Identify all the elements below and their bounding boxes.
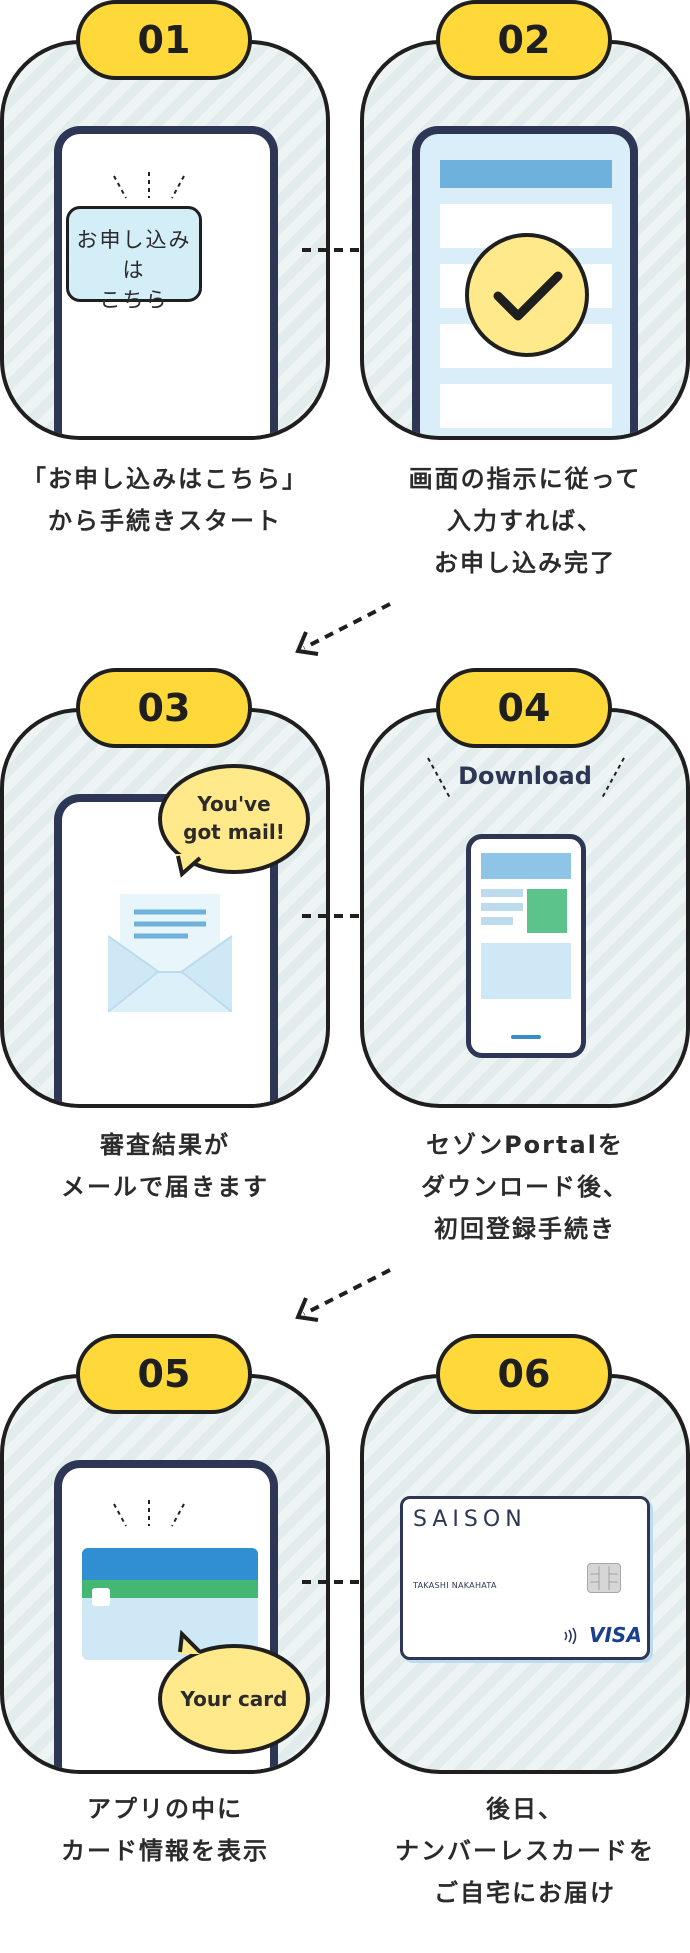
app-header (481, 853, 571, 879)
apply-button[interactable]: お申し込みは こちら (66, 206, 202, 312)
card-green-stripe (82, 1580, 258, 1598)
card-brand-logo: SAISON (413, 1507, 527, 1532)
download-label: Download (458, 762, 592, 790)
saison-card: SAISON TAKASHI NAKAHATA VISA (400, 1496, 650, 1660)
caption-line: メールで届きます (61, 1173, 269, 1201)
caption-line: ご自宅にお届け (434, 1879, 616, 1907)
step-05-caption: アプリの中に カード情報を表示 (0, 1788, 340, 1872)
caption-line: アプリの中に (87, 1795, 243, 1823)
step-06-panel: SAISON TAKASHI NAKAHATA VISA (360, 1374, 690, 1774)
step-06: SAISON TAKASHI NAKAHATA VISA 06 後日、 ナンバー… (360, 1334, 690, 1944)
card-chip-icon (92, 1588, 110, 1606)
step-04-badge: 04 (436, 668, 612, 748)
arrow-diagonal-icon (290, 1264, 400, 1328)
form-field (440, 384, 612, 428)
app-content (481, 943, 571, 999)
step-03-badge: 03 (76, 668, 252, 748)
app-row (481, 903, 523, 911)
caption-line: ナンバーレスカードを (395, 1837, 655, 1865)
app-row (481, 917, 513, 925)
caption-line: 「お申し込みはこちら」 (22, 465, 308, 493)
step-02: 02 画面の指示に従って 入力すれば、 お申し込み完了 (360, 0, 690, 600)
caption-line: 審査結果が (100, 1131, 230, 1159)
app-row (481, 889, 523, 897)
step-01-badge: 01 (76, 0, 252, 80)
step-05: Your card 05 アプリの中に カード情報を表示 (0, 1334, 330, 1894)
app-green-block (527, 889, 567, 933)
mail-bubble: You've got mail! (158, 764, 310, 874)
step-04-panel: Download (360, 708, 690, 1108)
caption-line: カード情報を表示 (61, 1837, 269, 1865)
step-02-panel (360, 40, 690, 440)
apply-button-line2: こちら (99, 288, 169, 312)
card-blue-stripe (82, 1548, 258, 1580)
caption-line: 入力すれば、 (447, 507, 603, 535)
bubble-text: Your card (180, 1687, 288, 1711)
check-icon (462, 230, 592, 364)
home-indicator (511, 1035, 541, 1039)
step-01-panel: お申し込みは こちら (0, 40, 330, 440)
app-card-image (82, 1548, 258, 1660)
sparkle-icon (104, 1500, 194, 1536)
sparkle-right-icon (598, 756, 628, 804)
caption-line: 後日、 (486, 1795, 564, 1823)
card-holder-name: TAKASHI NAKAHATA (413, 1581, 497, 1590)
card-bubble: Your card (158, 1644, 310, 1754)
contactless-icon (561, 1627, 579, 1649)
caption-line: から手続きスタート (48, 507, 282, 535)
step-03-caption: 審査結果が メールで届きます (0, 1124, 340, 1208)
card-chip-icon (587, 1563, 621, 1593)
arrow-diagonal-icon (290, 598, 400, 662)
caption-line: お申し込み完了 (434, 549, 616, 577)
sparkle-icon (104, 172, 194, 208)
caption-line: セゾンPortalを (426, 1131, 624, 1159)
card-network-logo: VISA (589, 1623, 642, 1647)
step-01: お申し込みは こちら 01 「お申し込みはこちら」 から手続きスタート (0, 0, 330, 560)
step-06-caption: 後日、 ナンバーレスカードを ご自宅にお届け (350, 1788, 690, 1914)
bubble-line: You've (197, 792, 271, 816)
step-04-caption: セゾンPortalを ダウンロード後、 初回登録手続き (350, 1124, 690, 1250)
caption-line: 初回登録手続き (434, 1215, 616, 1243)
bubble-tail-icon (174, 852, 204, 882)
step-02-caption: 画面の指示に従って 入力すれば、 お申し込み完了 (350, 458, 690, 584)
form-header (440, 160, 612, 188)
step-06-badge: 06 (436, 1334, 612, 1414)
caption-line: 画面の指示に従って (408, 465, 642, 493)
bubble-tail-icon (174, 1629, 204, 1660)
app-phone (466, 834, 586, 1058)
envelope-icon (107, 892, 234, 1016)
step-05-badge: 05 (76, 1334, 252, 1414)
bubble-line: got mail! (183, 820, 285, 844)
step-04: Download 04 セゾンPortalを ダウンロード後、 初回登録手続き (360, 668, 690, 1268)
step-03: You've got mail! 03 審査結果が メールで届きます (0, 668, 330, 1228)
step-02-badge: 02 (436, 0, 612, 80)
step-03-panel (0, 708, 330, 1108)
sparkle-left-icon (424, 756, 454, 804)
step-01-caption: 「お申し込みはこちら」 から手続きスタート (0, 458, 340, 542)
caption-line: ダウンロード後、 (421, 1173, 629, 1201)
apply-button-line1: お申し込みは (76, 228, 192, 282)
